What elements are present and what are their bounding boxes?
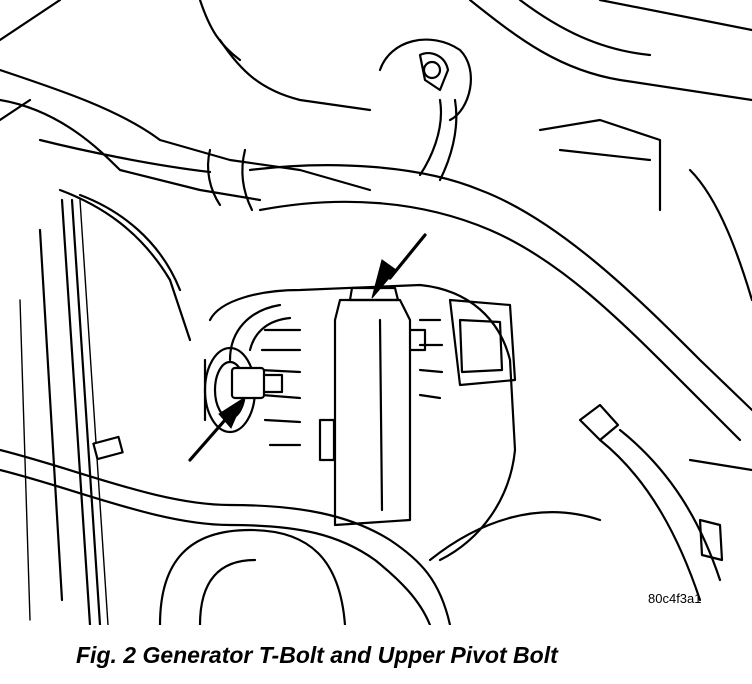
lower-left-part	[158, 528, 347, 625]
figure-code: 80c4f3a1	[648, 591, 702, 606]
main-hose	[248, 164, 752, 442]
arrow-t-bolt	[371, 233, 427, 299]
t-bolt-bracket	[318, 286, 427, 527]
upper-hose	[0, 68, 372, 342]
arrow-pivot-bolt	[188, 396, 246, 462]
terminal-connector	[378, 38, 472, 182]
lower-harness	[0, 435, 452, 625]
frame-rail	[0, 0, 109, 625]
engine-upper-right	[198, 0, 752, 302]
right-side-parts	[428, 403, 752, 602]
figure-caption: Fig. 2 Generator T-Bolt and Upper Pivot …	[76, 642, 558, 668]
upper-pivot-bolt	[230, 366, 284, 400]
generator-body	[208, 283, 517, 562]
generator-illustration	[0, 0, 752, 625]
